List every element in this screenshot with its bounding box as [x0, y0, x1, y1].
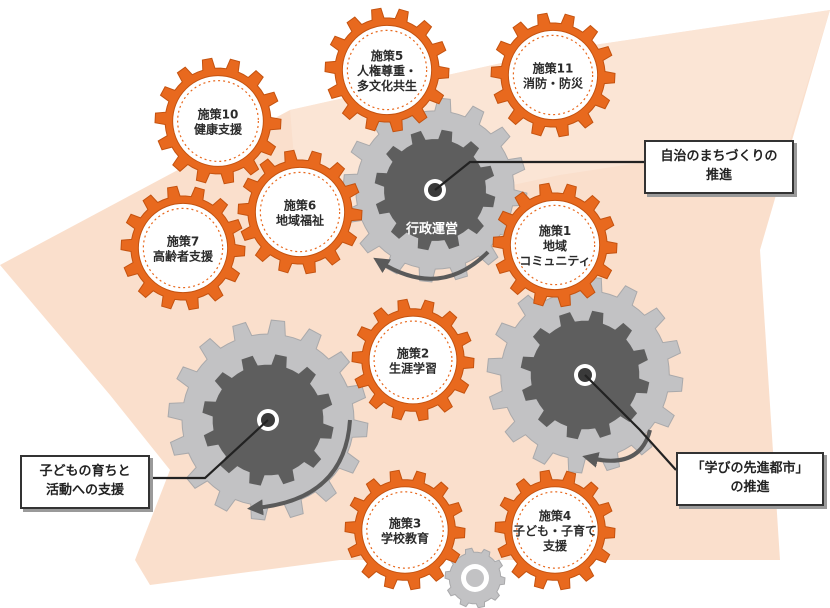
gear-shisaku4-label-line3: 支援	[542, 538, 568, 553]
callout-kodomo: 子どもの育ちと 活動への支援	[20, 455, 150, 509]
leader-jichi	[434, 160, 644, 191]
gear-shisaku7-label-line2: 高齢者支援	[153, 249, 214, 264]
small-gear	[444, 547, 506, 608]
callout-jichi: 自治のまちづくりの 推進	[644, 140, 794, 194]
gear-shisaku6-label-line1: 施策6	[284, 198, 316, 213]
callout-manabi-line2: の推進	[730, 479, 770, 495]
callout-kodomo-line1: 子どもの育ちと	[39, 464, 131, 479]
gear-shisaku10-label-line2: 健康支援	[194, 122, 243, 137]
gear-shisaku3-label-line1: 施策3	[389, 516, 421, 531]
gear-shisaku1-label-line1: 施策1	[539, 223, 571, 238]
leader-manabi	[584, 374, 677, 471]
gear-shisaku1-label-line3: コミュニティ	[519, 254, 590, 268]
gear-shisaku3-label-line2: 学校教育	[381, 531, 429, 546]
gear-shisaku6-label-line2: 地域福祉	[276, 213, 324, 228]
callout-manabi: 「学びの先進都市」 の推進	[676, 452, 824, 506]
gear-shisaku7-label-line1: 施策7	[167, 234, 199, 249]
orange-gear-layer: 施策10健康支援施策5人権尊重・多文化共生施策11消防・防災施策6地域福祉施策7…	[120, 7, 618, 591]
gear-shisaku4-label-line2: 子ども・子育て	[513, 523, 597, 538]
gear-shisaku11-label-line2: 消防・防災	[523, 76, 584, 91]
callout-jichi-line1: 自治のまちづくりの	[660, 149, 778, 164]
leader-kodomo	[150, 419, 269, 480]
gear-shisaku1-label-line2: 地域	[543, 238, 567, 253]
gear-shisaku10-label-line1: 施策10	[198, 107, 239, 122]
gear-shisaku2-label-line2: 生涯学習	[389, 361, 437, 376]
gear-shisaku5-label-line3: 多文化共生	[357, 78, 417, 93]
admin-gear-label: 行政運営	[405, 221, 458, 237]
callout-manabi-line1: 「学びの先進都市」	[691, 461, 809, 476]
gear-shisaku5-label-line2: 人権尊重・	[357, 63, 417, 78]
callout-leader-layer	[150, 160, 677, 480]
callout-jichi-line2: 推進	[705, 167, 732, 183]
gear-shisaku11-label-line1: 施策11	[533, 61, 574, 76]
gear-shisaku4-label-line1: 施策4	[539, 508, 571, 523]
gear-shisaku2-label-line1: 施策2	[397, 346, 429, 361]
kodomo-rotation-arrow	[247, 419, 352, 516]
gear-shisaku5-label-line1: 施策5	[371, 48, 403, 63]
admin-rotation-arrow	[373, 250, 490, 281]
callout-kodomo-line2: 活動への支援	[45, 482, 124, 498]
